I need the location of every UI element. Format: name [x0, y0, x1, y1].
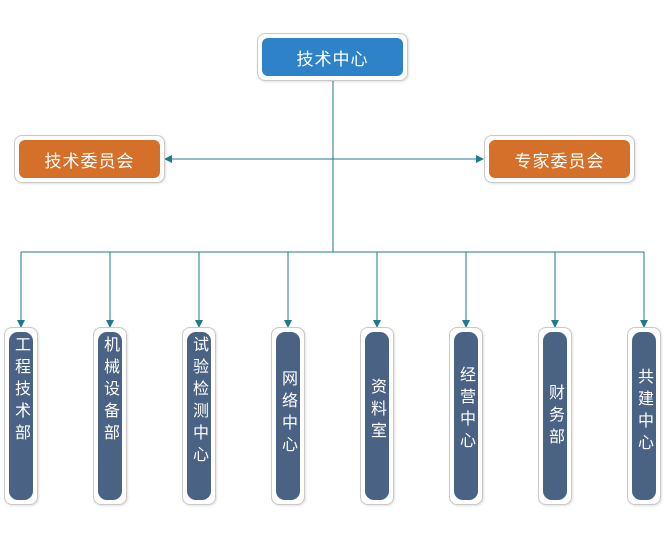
- department-node-6: 经营中心: [449, 327, 483, 505]
- department-node-5: 资料室: [360, 327, 394, 505]
- department-label-1: 工程技术部: [9, 332, 33, 500]
- department-label-4: 网络中心: [276, 332, 300, 500]
- department-node-7: 财务部: [538, 327, 572, 505]
- expert-committee-node: 专家委员会: [484, 135, 635, 183]
- tech-committee-node: 技术委员会: [14, 135, 165, 183]
- department-label-2: 机械设备部: [98, 332, 122, 500]
- root-label: 技术中心: [262, 38, 403, 76]
- tech-committee-label: 技术委员会: [19, 140, 160, 178]
- department-label-5: 资料室: [365, 332, 389, 500]
- department-node-1: 工程技术部: [4, 327, 38, 505]
- department-node-2: 机械设备部: [93, 327, 127, 505]
- department-node-8: 共建中心: [627, 327, 661, 505]
- department-label-6: 经营中心: [454, 332, 478, 500]
- department-label-7: 财务部: [543, 332, 567, 500]
- root-node: 技术中心: [257, 33, 408, 81]
- expert-committee-label: 专家委员会: [489, 140, 630, 178]
- department-node-3: 试验检测中心: [182, 327, 216, 505]
- department-label-3: 试验检测中心: [187, 332, 211, 500]
- department-node-4: 网络中心: [271, 327, 305, 505]
- department-label-8: 共建中心: [632, 332, 656, 500]
